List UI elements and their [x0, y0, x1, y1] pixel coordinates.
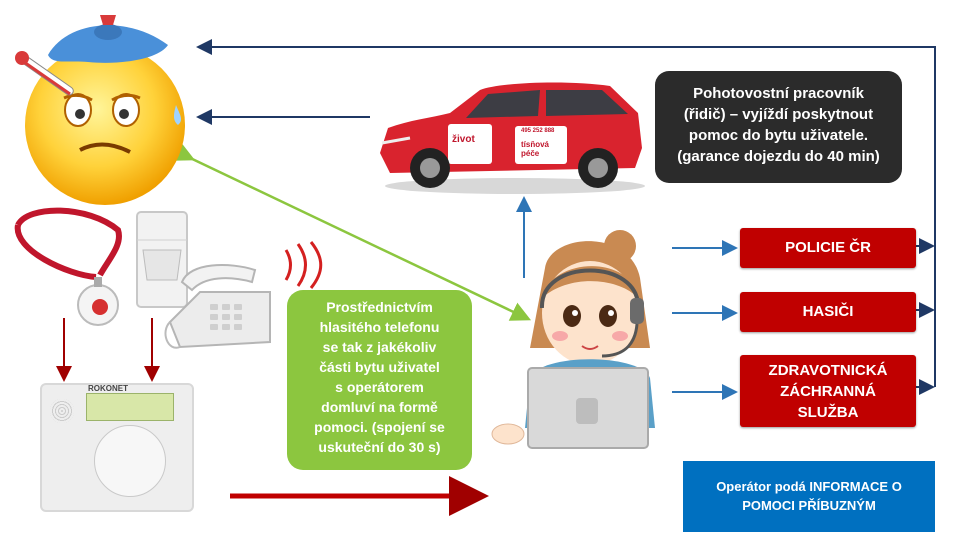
speakerphone-info-line: uskuteční do 30 s) [318, 439, 441, 455]
police-label: POLICIE ČR [785, 239, 871, 256]
motion-sensor [136, 211, 188, 308]
speakerphone-info-box: Prostřednictvím hlasitého telefonu se ta… [287, 290, 472, 470]
relatives-info-line: Operátor podá INFORMACE O [716, 479, 902, 494]
driver-info-line: (řidič) – vyjíždí poskytnout [683, 106, 874, 123]
speakerphone-info-line: hlasitého telefonu [319, 319, 440, 335]
speakerphone-info-line: se tak z jakékoliv [322, 339, 437, 355]
return-line [196, 39, 936, 387]
driver-info-box: Pohotovostní pracovník (řidič) – vyjíždí… [655, 71, 902, 183]
user-operator-link [172, 142, 532, 321]
pendant-alarm-button [14, 207, 122, 326]
sick-user-emoji [15, 15, 185, 205]
desk-telephone [164, 264, 271, 349]
panel-keypad [94, 425, 166, 497]
sound-waves-icon [284, 241, 323, 289]
fire-brigade-label: HASIČI [802, 303, 854, 320]
driver-info-line: (garance dojezdu do 40 min) [677, 148, 880, 165]
relatives-info-box: Operátor podá INFORMACE O POMOCI PŘÍBUZN… [683, 461, 935, 532]
speakerphone-info-line: domluví na formě [321, 399, 438, 415]
speakerphone-info-line: s operátorem [335, 379, 424, 395]
operator-illustration [491, 230, 655, 449]
panel-brand: ROKONET [88, 384, 128, 393]
ambulance-label-line: SLUŽBA [797, 404, 859, 421]
ambulance-box: ZDRAVOTNICKÁ ZÁCHRANNÁ SLUŽBA [740, 355, 916, 427]
car-brand-text: život [452, 134, 475, 145]
police-box: POLICIE ČR [740, 228, 916, 268]
car-phone-text: 495 252 888 [521, 128, 555, 134]
speakerphone-info-line: Prostřednictvím [326, 299, 433, 315]
driver-info-line: Pohotovostní pracovník [693, 85, 864, 102]
car-service-text: tísňová péče [521, 140, 550, 158]
panel-speaker [50, 399, 74, 423]
ambulance-label-line: ZDRAVOTNICKÁ [768, 362, 888, 379]
relatives-info-line: POMOCI PŘÍBUZNÝM [742, 498, 876, 513]
speakerphone-info-line: pomoci. (spojení se [314, 419, 445, 435]
ambulance-label-line: ZÁCHRANNÁ [780, 383, 876, 400]
speakerphone-info-line: části bytu uživatel [319, 359, 440, 375]
driver-info-line: pomoc do bytu uživatele. [688, 127, 869, 144]
panel-display [86, 393, 174, 421]
emergency-car [380, 82, 645, 194]
alarm-control-panel: ROKONET [40, 383, 194, 512]
fire-brigade-box: HASIČI [740, 292, 916, 332]
